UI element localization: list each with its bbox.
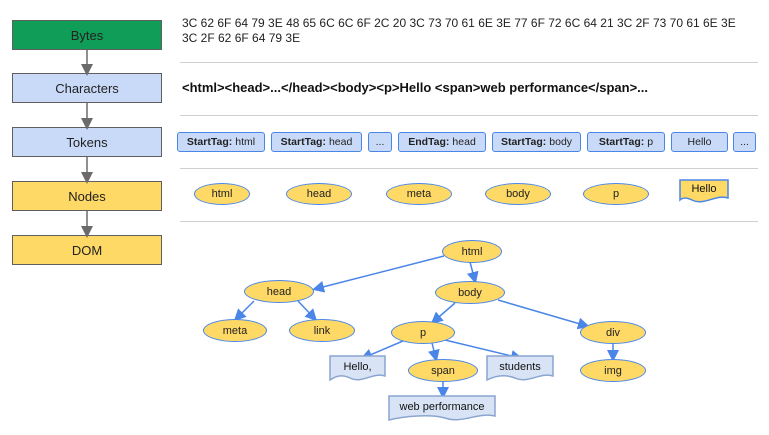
stage-bytes: Bytes [12,20,162,50]
stage-dom-label: DOM [71,242,103,258]
dom-text-students-shape [486,355,554,382]
node-label: body [506,188,530,200]
edge-p-students [444,339,523,362]
node-label: head [266,285,292,298]
node-label: div [605,326,621,339]
token-endtag-head: EndTag:head [398,132,486,152]
node-hello-label: Hello [691,183,717,195]
token-hello: Hello [671,132,728,152]
node-label: span [431,364,455,377]
dom-p: p [391,321,455,344]
token-starttag-body: StartTag:body [492,132,581,152]
edge-head-link [297,300,318,322]
node-body: body [485,183,551,205]
node-label: p [419,326,427,339]
token-name: ... [740,136,749,148]
token-ellipsis-2: ... [733,132,756,152]
token-name: html [235,136,256,148]
token-kind: StartTag: [598,136,645,148]
token-ellipsis-1: ... [368,132,392,152]
token-name: p [647,136,654,148]
divider-2 [180,115,758,116]
dom-text-web-performance: web performance [399,401,485,413]
dom-link: link [289,319,355,342]
node-label: meta [406,188,432,200]
characters-text: <html><head>...</head><body><p>Hello <sp… [182,80,649,95]
token-kind: StartTag: [280,136,326,148]
node-html: html [194,183,250,205]
node-p: p [583,183,649,205]
dom-text-students: students [499,361,541,373]
dom-text-webperformance-shape [388,395,496,421]
divider-1 [180,62,758,63]
divider-3 [180,168,758,169]
edge-p-hello [360,340,404,361]
divider-4 [180,221,758,222]
stage-nodes-label: Nodes [68,188,106,204]
dom-img: img [580,359,646,382]
node-label: meta [222,324,248,337]
token-starttag-p: StartTag:p [587,132,665,152]
bytes-text: 3C 62 6F 64 79 3E 48 65 6C 6C 6F 2C 20 3… [182,16,736,45]
token-name: body [549,136,573,148]
token-kind: EndTag: [408,136,450,148]
node-label: img [604,364,622,377]
token-name: head [452,136,476,148]
stage-tokens: Tokens [12,127,162,157]
dom-span: span [408,359,478,382]
edge-head-meta [233,300,255,322]
token-starttag-html: StartTag:html [177,132,265,152]
stage-dom: DOM [12,235,162,265]
node-label: head [306,188,332,200]
node-label: html [211,188,233,200]
edge-body-p [430,302,456,324]
token-starttag-head: StartTag:head [271,132,362,152]
dom-text-hello-shape [329,355,386,382]
edge-body-div [497,299,590,330]
dom-head: head [244,280,314,303]
token-name: ... [375,136,385,148]
edge-html-body [466,261,479,284]
edge-html-head [312,255,445,293]
node-label: body [458,286,482,299]
dom-meta: meta [203,319,267,342]
edge-p-span [427,342,440,362]
dom-text-hello: Hello, [343,361,372,373]
token-name: head [328,136,353,148]
node-hello-shape [679,179,729,203]
stage-characters-label: Characters [55,80,119,96]
token-kind: StartTag: [186,136,233,148]
token-kind: StartTag: [500,136,547,148]
node-label: link [313,324,331,337]
stage-characters: Characters [12,73,162,103]
stage-tokens-label: Tokens [66,134,108,150]
node-head: head [286,183,352,205]
dom-div: div [580,321,646,344]
stage-bytes-label: Bytes [70,27,104,43]
dom-html: html [442,240,502,263]
node-label: html [461,245,483,258]
node-meta: meta [386,183,452,205]
node-label: p [612,188,620,200]
dom-body: body [435,281,505,304]
token-name: Hello [687,136,712,148]
